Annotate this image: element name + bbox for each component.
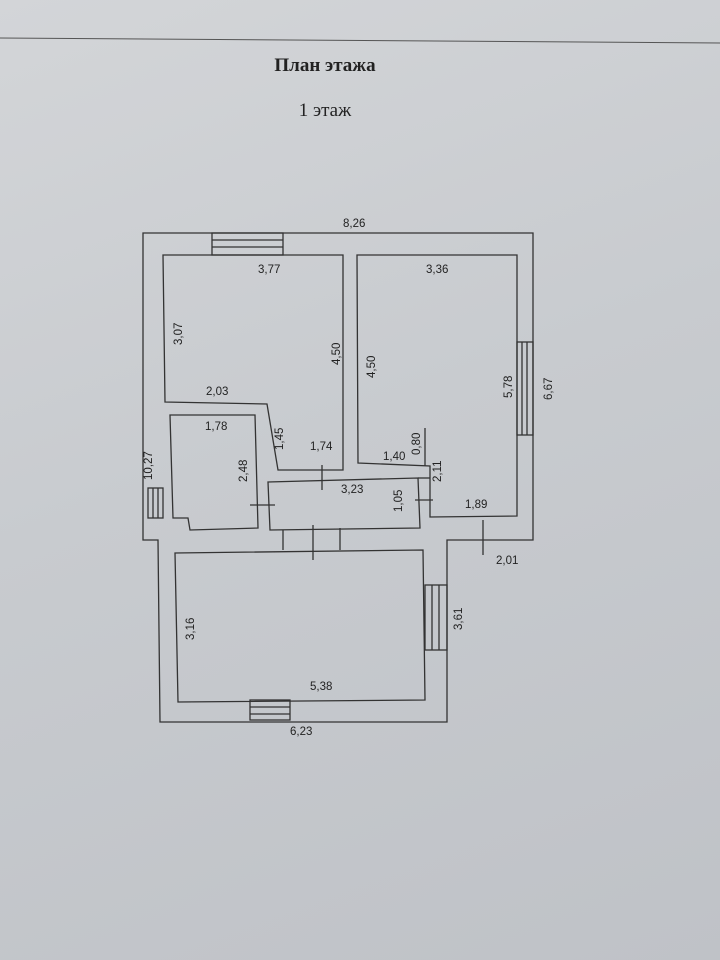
dim-room2-bottom: 1,89 (465, 499, 487, 511)
dim-hall-width: 3,23 (341, 484, 363, 496)
dim-room1-right: 4,50 (331, 343, 343, 365)
dim-room2-notch-w: 1,40 (383, 451, 405, 463)
window-right-bottom (424, 584, 448, 651)
dim-big-width: 5,38 (310, 681, 332, 693)
dim-step-width: 2,01 (496, 555, 518, 567)
dim-big-left: 3,16 (185, 618, 197, 640)
dim-small-width: 1,78 (205, 421, 227, 433)
dim-hall-height: 1,05 (393, 490, 405, 512)
dim-room2-right: 5,78 (503, 376, 515, 398)
dim-room2-notch-h: 0,80 (411, 433, 423, 455)
floor-label: 1 этаж (298, 100, 352, 121)
outer-wall (142, 232, 534, 723)
page-title: План этажа (274, 55, 376, 76)
room-small (169, 414, 259, 531)
room-1 (162, 254, 344, 471)
window-bottom (249, 699, 291, 721)
dim-closet-height: 2,11 (432, 460, 444, 482)
dim-room1-bottom: 2,03 (206, 386, 228, 398)
hall (267, 477, 421, 531)
dim-corridor-top: 1,74 (310, 441, 333, 453)
dim-small-height: 2,48 (238, 460, 250, 482)
dim-outer-bottom: 6,23 (290, 726, 312, 738)
dim-step-right: 3,61 (453, 608, 465, 630)
dim-room2-left: 4,50 (366, 356, 378, 378)
dim-room1-left: 3,07 (173, 323, 185, 345)
dim-outer-top: 8,26 (343, 218, 365, 230)
room-2 (356, 254, 518, 518)
dim-room1-notch: 1,45 (274, 428, 286, 450)
dim-outer-right: 6,67 (543, 378, 555, 400)
room-big (174, 549, 426, 703)
window-right (516, 341, 534, 436)
window-top (211, 232, 284, 256)
dim-room1-width: 3,77 (258, 264, 280, 276)
window-left (147, 487, 164, 519)
dim-room2-width: 3,36 (426, 264, 448, 276)
dim-outer-left: 10,27 (143, 451, 155, 480)
